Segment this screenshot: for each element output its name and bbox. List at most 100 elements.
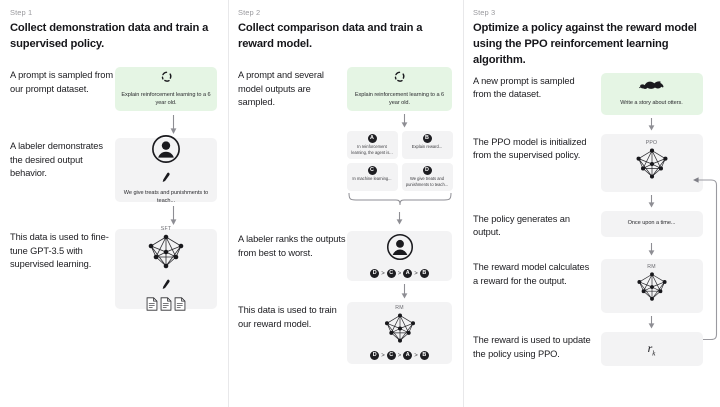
step-3-art-1: Write a story about otters. bbox=[593, 72, 710, 115]
labeler-card-text: We give treats and punishments to teach.… bbox=[123, 190, 209, 204]
prompt-card: Write a story about otters. bbox=[600, 72, 703, 115]
reward-symbol-icon: rk bbox=[648, 341, 656, 357]
step-1-row-1: A prompt is sampled from our prompt data… bbox=[10, 66, 218, 111]
recycle-icon bbox=[393, 70, 406, 88]
output-badge: B bbox=[422, 133, 432, 143]
reward-symbol-sub: k bbox=[652, 349, 656, 358]
labeler-person-icon bbox=[151, 134, 181, 169]
step-3-art-5: rk bbox=[593, 332, 710, 367]
rank-badge-4: B bbox=[419, 269, 429, 279]
documents-icon bbox=[146, 297, 186, 311]
step-3-title: Optimize a policy against the reward mod… bbox=[473, 22, 697, 66]
step-2-outputs-row: A In reinforcement learning, the agent i… bbox=[238, 130, 453, 230]
prompt-card: Explain reinforcement learning to a 6 ye… bbox=[347, 66, 452, 111]
labeler-card: We give treats and punishments to teach.… bbox=[115, 135, 217, 204]
arrow-down-1 bbox=[593, 117, 710, 131]
rank-gt-icon: > bbox=[381, 352, 385, 359]
step-1-label: Step 1 bbox=[10, 8, 33, 17]
column-divider-1 bbox=[228, 0, 229, 407]
reward-symbol-base: r bbox=[647, 341, 653, 356]
step-3-art-2: PPO bbox=[593, 133, 710, 192]
step-2-row-1: A prompt and several model outputs are s… bbox=[238, 66, 453, 111]
step-2-desc-3: This data is used to train our reward mo… bbox=[238, 304, 337, 329]
arrow-down-4 bbox=[593, 316, 710, 329]
step-1-row-3: This data is used to fine-tune GPT-3.5 w… bbox=[10, 226, 218, 311]
step-3-row-5: The reward is used to update the policy … bbox=[473, 332, 710, 367]
step-2-art-2: D > C > A > B bbox=[346, 230, 453, 281]
step-2-label: Step 2 bbox=[238, 8, 261, 17]
step-3-desc-1: A new prompt is sampled from the dataset… bbox=[473, 75, 575, 100]
step-3-row-4: The reward model calculates a reward for… bbox=[473, 259, 710, 314]
step-2-row-3: This data is used to train our reward mo… bbox=[238, 301, 453, 364]
column-divider-2 bbox=[463, 0, 464, 407]
output-card-c: C In machine learning... bbox=[346, 162, 398, 191]
rank-gt-icon: > bbox=[414, 270, 418, 277]
output-text: In reinforcement learning, the agent is.… bbox=[351, 144, 393, 155]
prompt-card-text: Write a story about otters. bbox=[620, 100, 683, 107]
output-card-a: A In reinforcement learning, the agent i… bbox=[346, 130, 398, 159]
arrow-down-1 bbox=[114, 114, 232, 135]
step-2-desc-1: A prompt and several model outputs are s… bbox=[238, 69, 324, 108]
sft-card: SFT bbox=[115, 226, 217, 311]
output-card-b: B Explain reward... bbox=[401, 130, 453, 159]
step-3-row-3: The policy generates an output. Once upo… bbox=[473, 210, 710, 241]
model-outputs-grid: A In reinforcement learning, the agent i… bbox=[346, 130, 453, 230]
rank-gt-icon: > bbox=[397, 352, 402, 359]
rank-badge-4: B bbox=[419, 351, 429, 361]
arrow-down-3 bbox=[346, 283, 463, 299]
output-badge: A bbox=[367, 133, 377, 143]
step-3-row-1: A new prompt is sampled from the dataset… bbox=[473, 72, 710, 115]
step-1-art-1: Explain reinforcement learning to a 6 ye… bbox=[114, 66, 218, 111]
step-2-row-2: A labeler ranks the outputs from best to… bbox=[238, 230, 453, 281]
step-1-desc-1: A prompt is sampled from our prompt data… bbox=[10, 69, 114, 94]
step-1-row-2: A labeler demonstrates the desired outpu… bbox=[10, 135, 218, 204]
rank-badge-2: C bbox=[386, 351, 396, 361]
output-badge: D bbox=[422, 165, 432, 175]
output-text: Explain reward... bbox=[411, 144, 443, 150]
recycle-icon bbox=[160, 70, 173, 88]
step-3-desc-5: The reward is used to update the policy … bbox=[473, 335, 591, 359]
neural-network-icon bbox=[630, 147, 674, 186]
pencil-icon bbox=[161, 277, 171, 295]
step-2-desc-2: A labeler ranks the outputs from best to… bbox=[238, 233, 346, 258]
merge-brace-icon bbox=[347, 192, 453, 212]
step-1-desc-3: This data is used to fine-tune GPT-3.5 w… bbox=[10, 231, 109, 270]
step-2-title: Collect comparison data and train a rewa… bbox=[238, 22, 423, 50]
step-2-column: Step 2 Collect comparison data and train… bbox=[228, 0, 463, 407]
step-3-desc-2: The PPO model is initialized from the su… bbox=[473, 136, 587, 161]
rank-badge-3: A bbox=[403, 351, 413, 361]
otter-icon bbox=[638, 79, 665, 97]
rank-badge-3: A bbox=[403, 269, 413, 279]
prompt-card-text: Explain reinforcement learning to a 6 ye… bbox=[354, 92, 445, 106]
step-1-art-2: We give treats and punishments to teach.… bbox=[114, 135, 218, 204]
ppo-tag: PPO bbox=[645, 139, 658, 146]
prompt-card: Explain reinforcement learning to a 6 ye… bbox=[115, 66, 217, 111]
prompt-card-text: Explain reinforcement learning to a 6 ye… bbox=[121, 92, 211, 106]
rm-tag: RM bbox=[395, 305, 404, 312]
rank-badge-2: C bbox=[386, 269, 396, 279]
arrow-down-2 bbox=[114, 205, 232, 226]
step-1-title: Collect demonstration data and train a s… bbox=[10, 22, 209, 50]
sft-tag: SFT bbox=[160, 226, 172, 233]
ranking-order: D > C > A > B bbox=[370, 269, 429, 279]
arrow-down-2 bbox=[593, 194, 710, 208]
ranking-card: D > C > A > B bbox=[347, 230, 452, 281]
generated-output-card: Once upon a time... bbox=[600, 210, 703, 237]
rank-badge-1: D bbox=[370, 269, 380, 279]
output-card-d: D We give treats and punishments to teac… bbox=[401, 162, 453, 191]
labeler-person-icon bbox=[386, 233, 414, 266]
output-text: In machine learning... bbox=[352, 176, 392, 182]
step-3-desc-3: The policy generates an output. bbox=[473, 213, 570, 238]
rm-card: RM bbox=[347, 301, 452, 364]
rank-gt-icon: > bbox=[381, 270, 385, 277]
arrow-down-3 bbox=[593, 243, 710, 256]
step-3-desc-4: The reward model calculates a reward for… bbox=[473, 262, 590, 286]
output-badge: C bbox=[367, 165, 377, 175]
step-3-column: Step 3 Optimize a policy against the rew… bbox=[463, 0, 720, 407]
generated-output-text: Once upon a time... bbox=[627, 219, 676, 226]
pencil-icon bbox=[161, 170, 171, 188]
neural-network-icon bbox=[378, 312, 422, 350]
step-3-art-4: RM bbox=[593, 259, 710, 314]
neural-network-icon bbox=[143, 233, 189, 276]
